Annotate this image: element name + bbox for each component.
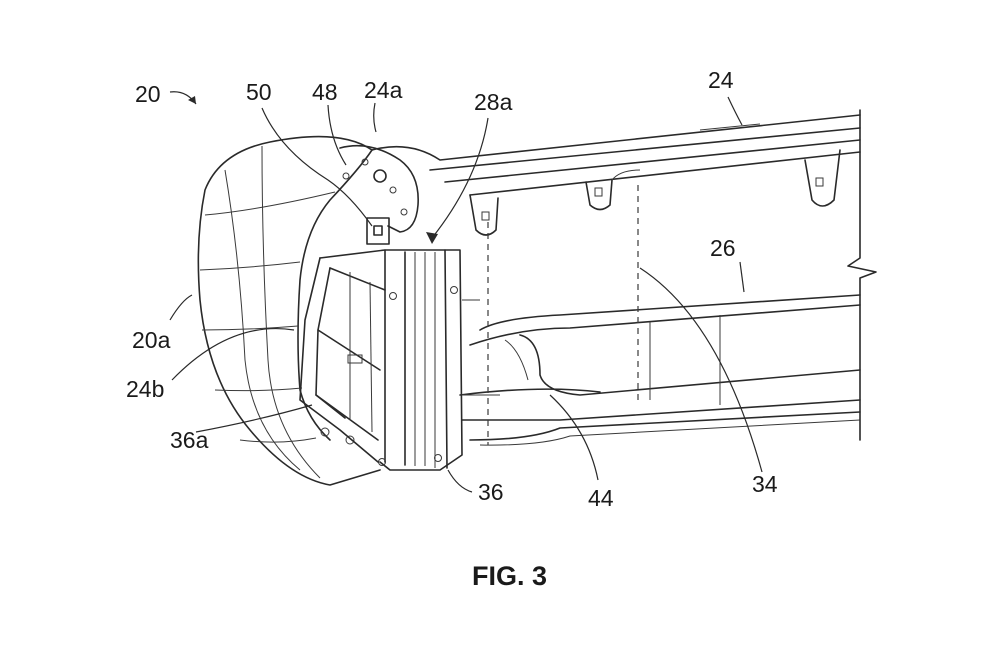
mounting-flange (339, 144, 419, 233)
crash-box-assembly (299, 249, 500, 471)
upper-beam (371, 114, 861, 236)
label-28a: 28a (474, 89, 513, 115)
bumper-end-cap (197, 135, 381, 486)
figure-caption: FIG. 3 (472, 561, 547, 591)
label-26: 26 (710, 235, 736, 261)
label-24: 24 (708, 67, 734, 93)
sensor-bracket (366, 217, 390, 245)
label-36: 36 (478, 479, 504, 505)
label-20a: 20a (132, 327, 171, 353)
label-48: 48 (312, 79, 338, 105)
leader-lines (169, 91, 763, 493)
label-24b: 24b (126, 376, 164, 402)
label-20: 20 (135, 81, 161, 107)
lower-beam (459, 294, 861, 446)
label-44: 44 (588, 485, 614, 511)
break-line (847, 109, 877, 441)
label-24a: 24a (364, 77, 403, 103)
label-36a: 36a (170, 427, 209, 453)
label-50: 50 (246, 79, 272, 105)
label-34: 34 (752, 471, 778, 497)
